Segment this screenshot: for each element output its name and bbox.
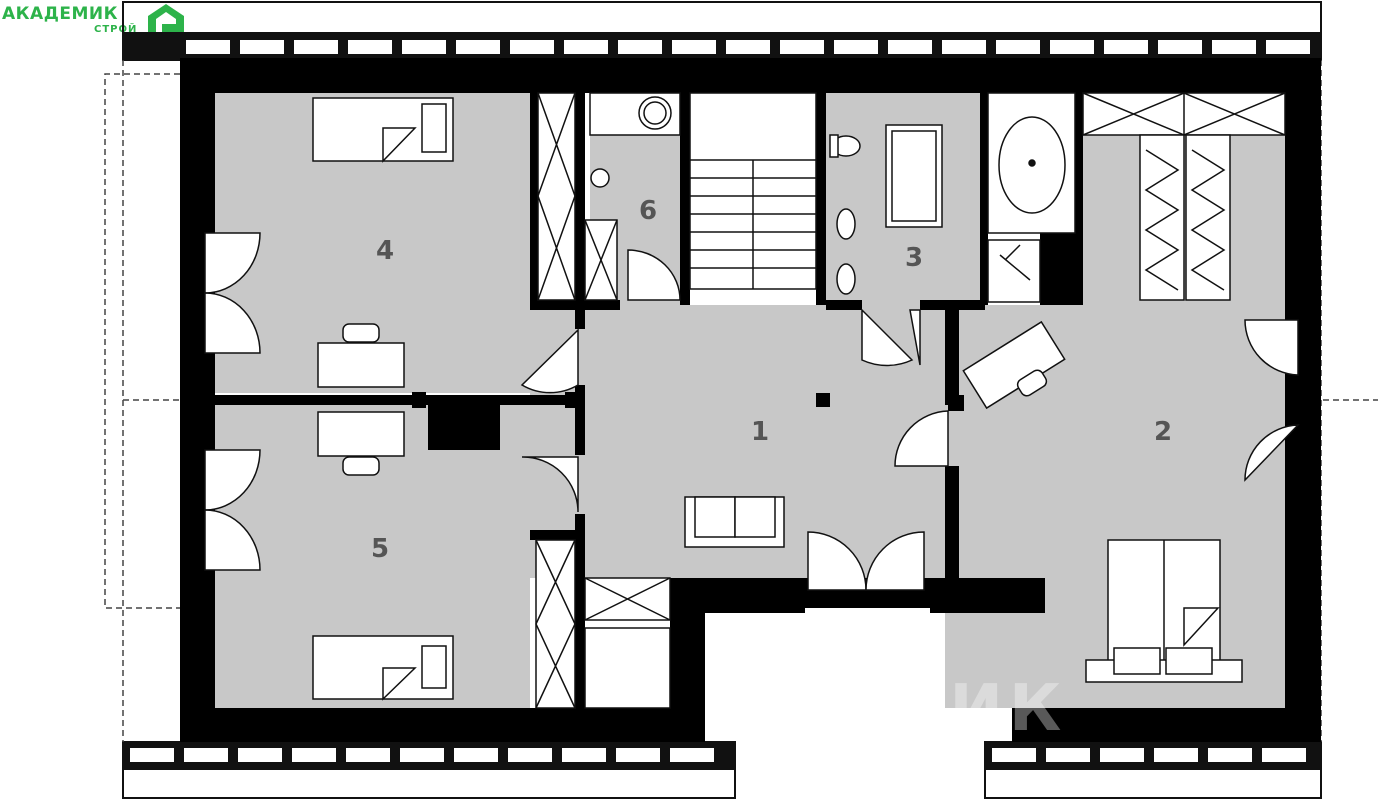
door-swings: [204, 232, 1300, 591]
beds: [312, 97, 1243, 701]
room-number-2: 2: [1154, 417, 1172, 447]
brand-name: АКАДЕМИК: [2, 4, 119, 24]
interior-walls: [180, 58, 1321, 742]
watermark: ЕМИК: [830, 672, 1068, 746]
desks: [317, 320, 1066, 548]
brand-subtitle: СТРОЙ: [94, 24, 138, 35]
wardrobes: [535, 92, 1286, 709]
bathroom-fixtures: [589, 92, 1076, 303]
room-number-4: 4: [376, 236, 394, 266]
staircase: [689, 92, 817, 290]
room-number-1: 1: [751, 417, 769, 447]
room-number-3: 3: [905, 243, 923, 273]
room-number-6: 6: [639, 196, 657, 226]
room-number-5: 5: [371, 534, 389, 564]
top-eave: [122, 1, 1322, 61]
bottom-eave: [122, 741, 1322, 799]
